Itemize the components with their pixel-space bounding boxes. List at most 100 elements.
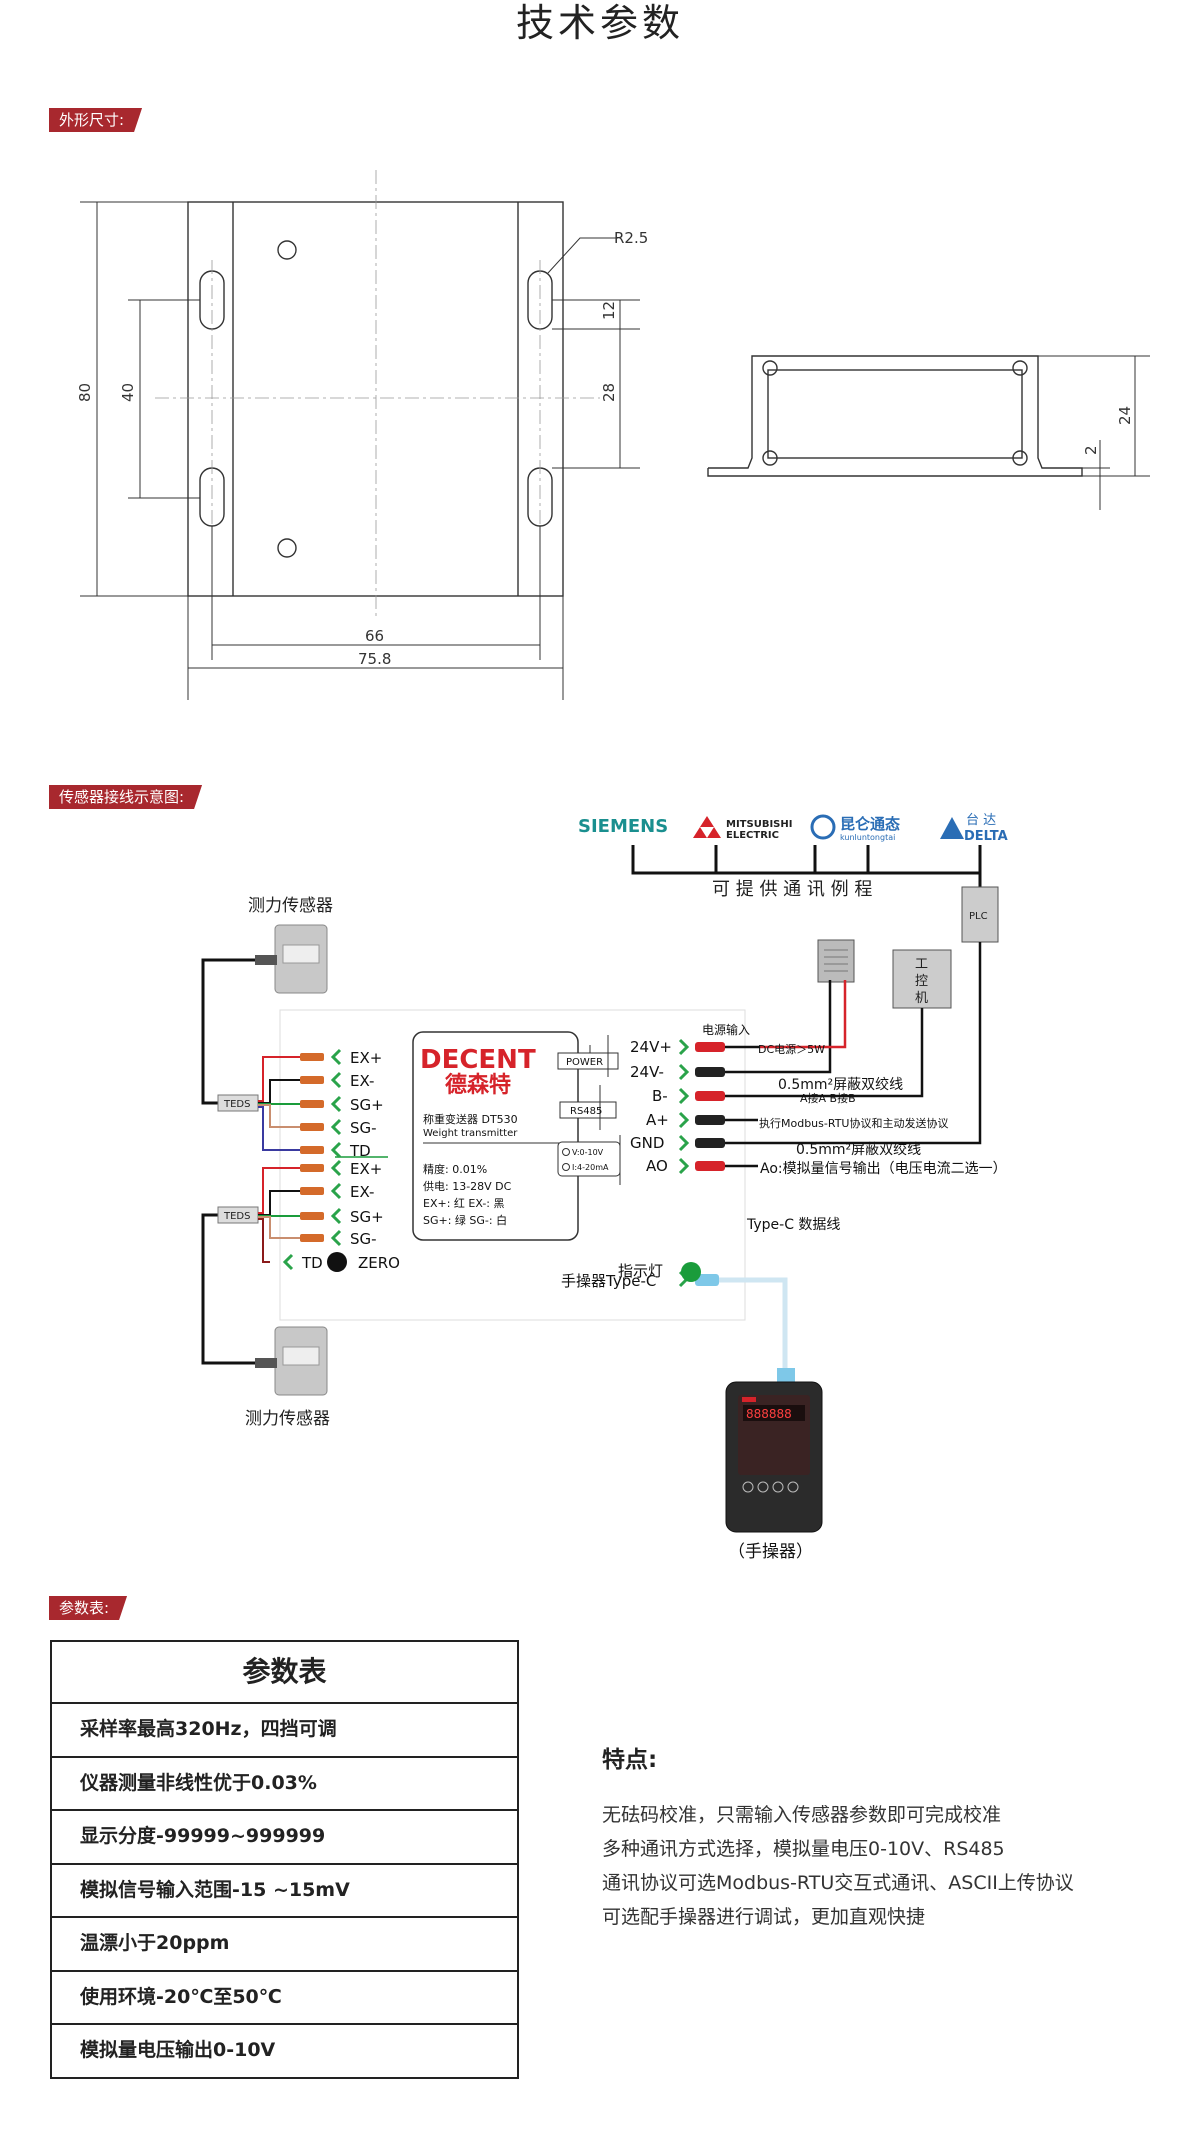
pin-1-ex-minus: EX- <box>350 1072 374 1090</box>
transmitter-label-card <box>412 1031 579 1241</box>
spec-ex: EX+: 红 EX-: 黑 <box>423 1197 505 1210</box>
model-en-label: Weight transmitter <box>423 1128 518 1139</box>
pin-2-td: TD <box>301 1254 323 1272</box>
ab-label: A接A B接B <box>800 1092 856 1105</box>
rs485-box-label: RS485 <box>570 1106 602 1117</box>
front-body <box>187 201 564 597</box>
wiring-diagram: SIEMENS MITSUBISHI ELECTRIC 昆仑通态 kunlunt… <box>201 813 1008 1562</box>
spec-sg: SG+: 绿 SG-: 白 <box>423 1213 507 1227</box>
feature-item: 无砝码校准，只需输入传感器参数即可完成校准 <box>602 1804 1002 1826</box>
indicator-label: 指示灯 <box>618 1262 663 1280</box>
side-view <box>707 355 1083 477</box>
brand-delta: DELTA <box>964 829 1008 844</box>
pin-1-sg-minus: SG- <box>350 1119 377 1137</box>
dim-24: 24 <box>1116 406 1134 425</box>
wiring-section-tag: 传感器接线示意图: <box>49 785 202 809</box>
zero-label: ZERO <box>358 1254 400 1272</box>
zero-button[interactable] <box>327 1252 347 1272</box>
pin-1-td: TD <box>349 1142 371 1160</box>
typec-pin-label: 手操器Type-C <box>561 1272 656 1290</box>
dim-40: 40 <box>119 383 137 402</box>
shield-label-1: 0.5mm²屏蔽双绞线 <box>778 1076 903 1093</box>
power-input-label: 电源输入 <box>702 1022 750 1037</box>
pin-2-ex-minus: EX- <box>350 1183 374 1201</box>
pin-24v-plus: 24V+ <box>630 1038 672 1056</box>
param-table: 参数表 采样率最高320Hz，四挡可调 仪器测量非线性优于0.03% 显示分度-… <box>50 1640 519 2079</box>
param-row: 采样率最高320Hz，四挡可调 <box>52 1704 517 1758</box>
brand-siemens: SIEMENS <box>578 816 668 837</box>
dimensions-section-tag: 外形尺寸: <box>49 108 142 132</box>
power-supply-box <box>817 939 855 983</box>
dimension-drawing: 80 40 12 28 66 75.8 R2.5 24 2 <box>76 170 1150 700</box>
spec-accuracy: 精度: 0.01% <box>423 1162 487 1176</box>
shield-label-2: 0.5mm²屏蔽双绞线 <box>796 1141 921 1158</box>
feature-item: 多种通讯方式选择，模拟量电压0-10V、RS485 <box>602 1838 1005 1860</box>
brand-decent: DECENT <box>420 1045 536 1075</box>
page-title: 技术参数 <box>515 1 684 45</box>
mitsubishi-logo-icon <box>693 816 721 838</box>
feature-item: 可选配手操器进行调试，更加直观快捷 <box>602 1906 926 1928</box>
pin-ao: AO <box>646 1157 668 1175</box>
plc-label: PLC <box>969 911 988 922</box>
sensor-top-icon <box>255 924 328 994</box>
typec-cable-label: Type-C 数据线 <box>746 1217 840 1233</box>
spec-power: 供电: 13-28V DC <box>423 1179 512 1193</box>
pin-24v-minus: 24V- <box>630 1063 664 1081</box>
brand-kunlun: 昆仑通态 <box>840 815 900 833</box>
brand-kunlun-en: kunluntongtai <box>840 833 895 842</box>
pin-gnd: GND <box>630 1134 664 1152</box>
delta-logo-icon <box>940 817 964 839</box>
brand-mitsubishi: MITSUBISHI <box>726 819 792 830</box>
handheld-screen: 888888 <box>746 1407 792 1421</box>
handheld-device: 888888 <box>725 1368 823 1533</box>
feature-item: 通讯协议可选Modbus-RTU交互式通讯、ASCII上传协议 <box>602 1872 1074 1894</box>
pin-a-plus: A+ <box>646 1111 669 1129</box>
typec-plug <box>695 1274 719 1286</box>
teds-label-2: TEDS <box>223 1211 250 1222</box>
pin-2-sg-plus: SG+ <box>350 1208 384 1226</box>
dim-r: R2.5 <box>614 229 648 247</box>
handheld-label: （手操器） <box>728 1542 813 1562</box>
right-terminal-plugs <box>695 1042 725 1171</box>
dim-80: 80 <box>76 383 94 402</box>
ao-note: Ao:模拟量信号输出（电压电流二选一） <box>760 1161 1007 1177</box>
dim-66: 66 <box>365 627 384 645</box>
param-row: 显示分度-99999~999999 <box>52 1811 517 1865</box>
ipc-box <box>892 949 952 1009</box>
dim-75-8: 75.8 <box>358 650 391 668</box>
kunlun-logo-icon <box>810 814 836 840</box>
svg-text:工: 工 <box>915 957 928 972</box>
params-section-tag: 参数表: <box>49 1596 127 1620</box>
pin-2-ex-plus: EX+ <box>350 1160 382 1178</box>
pin-1-sg-plus: SG+ <box>350 1096 384 1114</box>
teds-label-1: TEDS <box>223 1099 250 1110</box>
dim-28: 28 <box>600 383 618 402</box>
param-row: 使用环境-20℃至50℃ <box>52 1972 517 2025</box>
features-title: 特点: <box>602 1747 658 1773</box>
dc-power-label: DC电源＞5W <box>758 1042 825 1056</box>
param-table-title: 参数表 <box>52 1642 517 1704</box>
output-box-voltage: V:0-10V <box>572 1148 604 1157</box>
param-row: 模拟信号输入范围-15 ~15mV <box>52 1865 517 1918</box>
power-box-label: POWER <box>566 1057 603 1068</box>
svg-text:机: 机 <box>915 991 928 1006</box>
param-row: 模拟量电压输出0-10V <box>80 2039 276 2061</box>
pin-1-ex-plus: EX+ <box>350 1049 382 1067</box>
param-row: 温漂小于20ppm <box>52 1918 517 1972</box>
model-label: 称重变送器 DT530 <box>423 1112 518 1126</box>
svg-text:控: 控 <box>915 974 928 989</box>
routine-label: 可 提 供 通 讯 例 程 <box>712 879 872 900</box>
dim-2: 2 <box>1082 445 1100 455</box>
sensor-bottom-icon <box>255 1326 328 1396</box>
param-row: 仪器测量非线性优于0.03% <box>52 1758 517 1811</box>
brand-electric: ELECTRIC <box>726 830 779 841</box>
indicator-light <box>681 1262 701 1282</box>
pin-b-minus: B- <box>652 1087 668 1105</box>
pin-2-sg-minus: SG- <box>350 1230 377 1248</box>
brand-decent-cn: 德森特 <box>445 1072 511 1098</box>
sensor-label-bottom: 测力传感器 <box>245 1409 330 1429</box>
dim-12: 12 <box>600 301 618 320</box>
output-box-current: I:4-20mA <box>572 1163 609 1172</box>
brand-delta-cn: 台 达 <box>966 813 996 828</box>
modbus-note: 执行Modbus-RTU协议和主动发送协议 <box>759 1116 948 1130</box>
